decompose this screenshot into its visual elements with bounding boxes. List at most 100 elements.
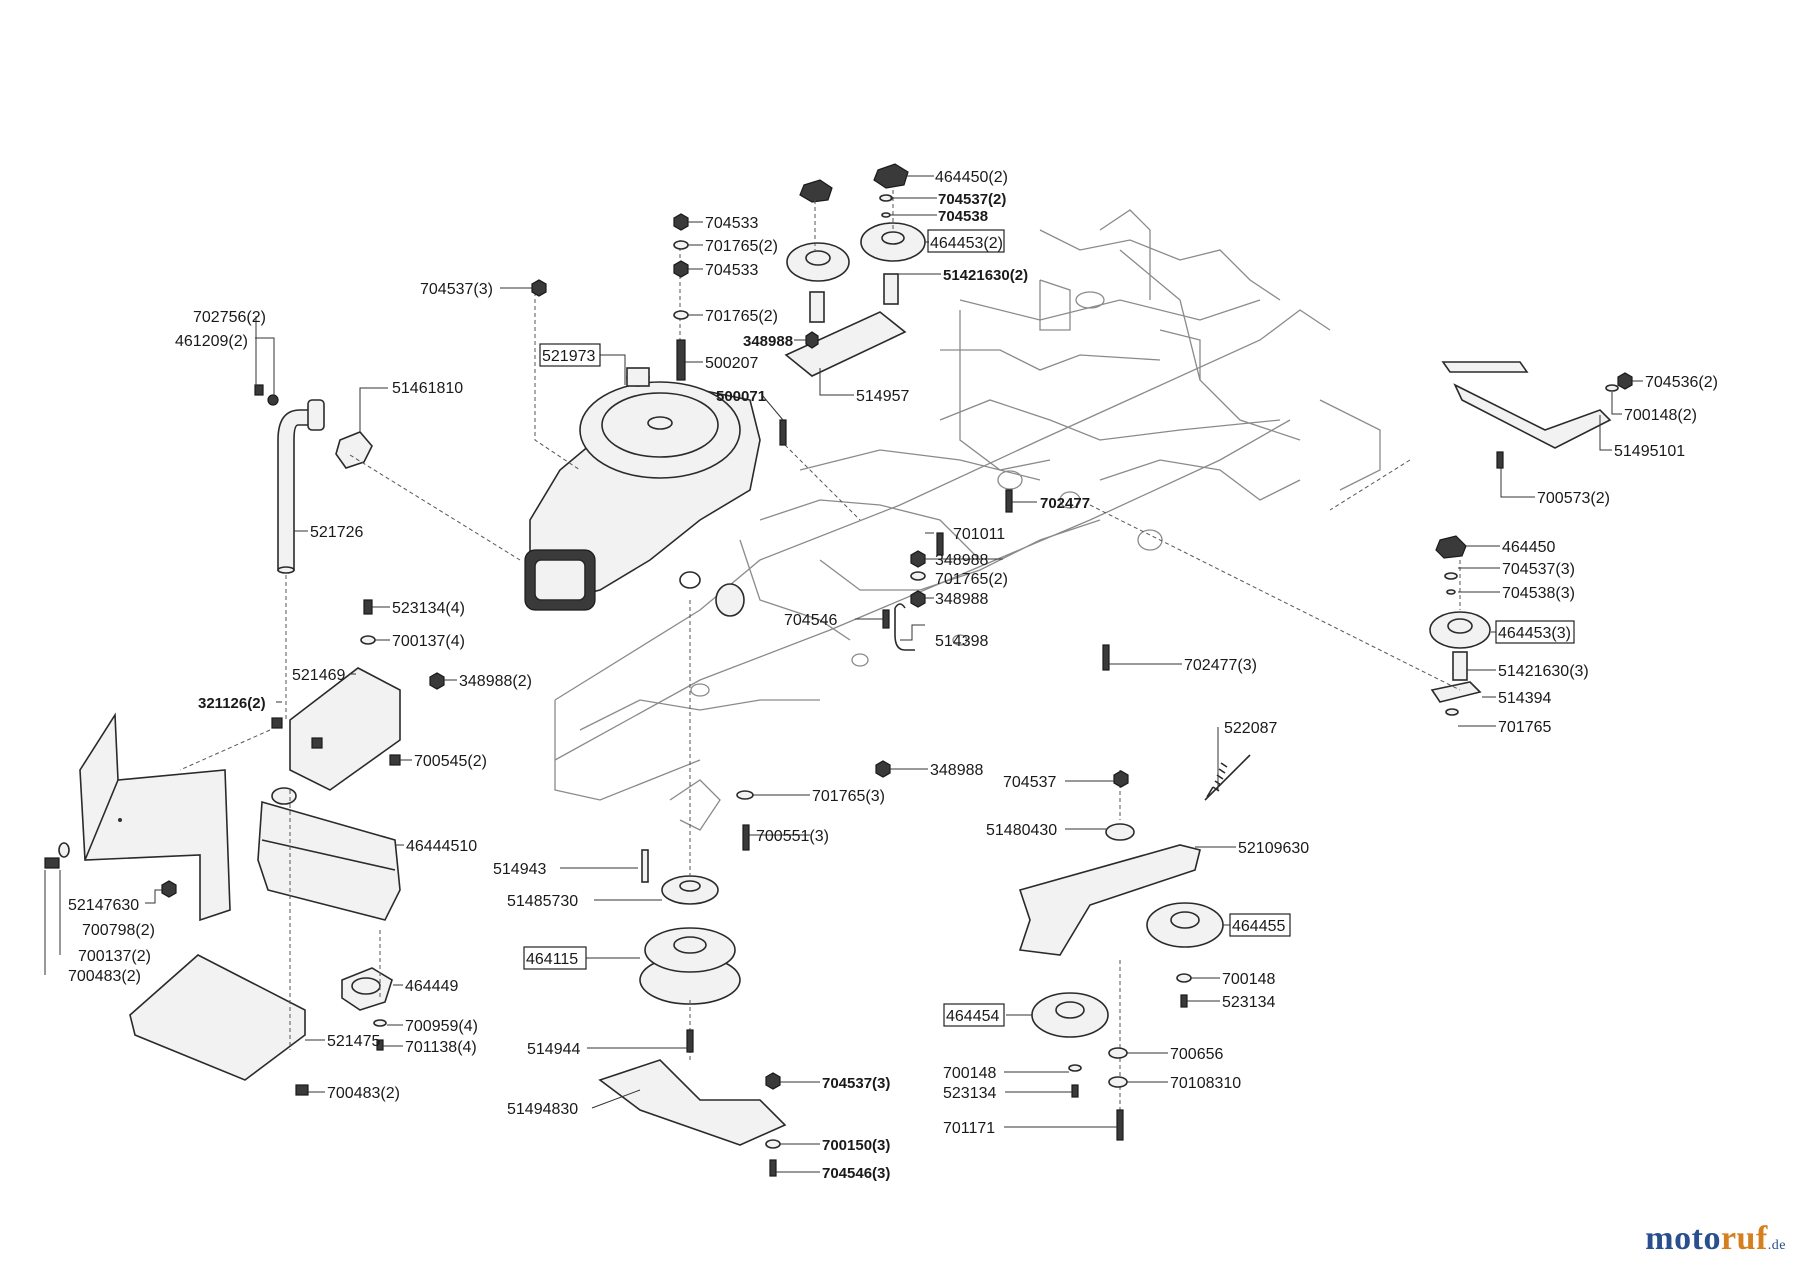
label-704533-a: 704533 [705, 215, 758, 232]
label-700148-2: 700148(2) [1624, 407, 1697, 424]
label-348988-lower: 348988 [930, 762, 983, 779]
label-704546: 704546 [784, 612, 837, 629]
label-514957: 514957 [856, 388, 909, 405]
label-51485730: 51485730 [507, 893, 578, 910]
label-348988-mid-a: 348988 [935, 552, 988, 569]
label-700150-3: 700150(3) [822, 1137, 890, 1154]
label-522087: 522087 [1224, 720, 1277, 737]
label-521475: 521475 [327, 1033, 380, 1050]
label-701765-2-a: 701765(2) [705, 238, 778, 255]
label-523134-b: 523134 [943, 1085, 996, 1102]
spring-clip [894, 603, 915, 651]
label-700656: 700656 [1170, 1046, 1223, 1063]
label-500071: 500071 [716, 388, 766, 405]
label-704537-3-top: 704537(3) [420, 281, 493, 298]
label-464115: 464115 [526, 951, 578, 968]
label-701138-4: 701138(4) [405, 1039, 477, 1056]
label-464450-2: 464450(2) [935, 169, 1008, 186]
right-idler-pulley [1429, 535, 1491, 703]
label-704538: 704538 [938, 208, 988, 225]
label-702756-2: 702756(2) [193, 309, 266, 326]
muffler [257, 787, 401, 921]
label-46444510: 46444510 [406, 838, 477, 855]
label-704536-2: 704536(2) [1645, 374, 1718, 391]
rear-bracket [1441, 361, 1612, 449]
label-701765-2-b: 701765(2) [705, 308, 778, 325]
label-51421630-2: 51421630(2) [943, 267, 1028, 284]
label-52147630: 52147630 [68, 897, 139, 914]
label-704537-3-bottom: 704537(3) [822, 1075, 890, 1092]
label-348988-2: 348988(2) [459, 673, 532, 690]
electric-clutch [639, 927, 741, 1005]
label-514944: 514944 [527, 1041, 580, 1058]
idler-arm [1018, 823, 1201, 956]
label-321126-2: 321126(2) [198, 695, 266, 712]
label-521726: 521726 [310, 524, 363, 541]
label-464453-3: 464453(3) [1498, 625, 1571, 642]
label-box-464453-3 [1495, 620, 1575, 644]
label-464455: 464455 [1232, 918, 1285, 935]
label-704537-lower: 704537 [1003, 774, 1056, 791]
label-704533-b: 704533 [705, 262, 758, 279]
label-514398: 514398 [935, 633, 988, 650]
label-704546-3: 704546(3) [822, 1165, 890, 1182]
top-idler-pulley-left [786, 179, 850, 323]
label-700148-a: 700148 [1222, 971, 1275, 988]
hardware [44, 194, 1633, 1177]
label-702477-bold: 702477 [1040, 495, 1090, 512]
chassis-frame [554, 209, 1381, 831]
exhaust-pipe [277, 399, 373, 574]
brand-part2: ruf [1720, 1220, 1768, 1257]
label-704537-3-right: 704537(3) [1502, 561, 1575, 578]
label-461209-2: 461209(2) [175, 333, 248, 350]
label-523134-a: 523134 [1222, 994, 1275, 1011]
label-701171: 701171 [943, 1120, 995, 1137]
shield-plate [129, 954, 306, 1081]
label-514394: 514394 [1498, 690, 1551, 707]
idler-bracket-top [784, 311, 907, 377]
part-labels: 464450(2) 704537(2) 704538 464453(2) 514… [68, 169, 1718, 1182]
label-514943: 514943 [493, 861, 546, 878]
label-500207: 500207 [705, 355, 758, 372]
label-700959-4: 700959(4) [405, 1018, 478, 1035]
heat-shield [79, 712, 231, 922]
label-700137-2: 700137(2) [78, 948, 151, 965]
label-box-464115 [523, 946, 587, 970]
label-box-521973 [539, 343, 601, 367]
label-51421630-3: 51421630(3) [1498, 663, 1589, 680]
brand-tld: .de [1767, 1238, 1786, 1253]
engine [524, 367, 761, 617]
clutch-bracket [598, 1059, 787, 1146]
brand-logo: motoruf.de [1645, 1220, 1786, 1258]
label-523134-4: 523134(4) [392, 600, 465, 617]
label-521973: 521973 [542, 348, 595, 365]
label-701765: 701765 [1498, 719, 1551, 736]
exhaust-clamp [341, 967, 393, 1011]
label-701011: 701011 [953, 526, 1005, 543]
label-52109630: 52109630 [1238, 840, 1309, 857]
label-box-464455 [1229, 913, 1291, 937]
label-700573-2: 700573(2) [1537, 490, 1610, 507]
label-700545-2: 700545(2) [414, 753, 487, 770]
label-521469: 521469 [292, 667, 345, 684]
label-box-464453-2 [927, 229, 1005, 253]
label-464449: 464449 [405, 978, 458, 995]
label-701765-2-mid: 701765(2) [935, 571, 1008, 588]
label-51461810: 51461810 [392, 380, 463, 397]
label-700137-4: 700137(4) [392, 633, 465, 650]
label-700483-2-bottom: 700483(2) [327, 1085, 400, 1102]
label-51494830: 51494830 [507, 1101, 578, 1118]
deck-pulley-upper [1146, 902, 1224, 948]
label-348988-top: 348988 [743, 333, 793, 350]
leader-lines [44, 175, 1643, 1173]
label-700798-2: 700798(2) [82, 922, 155, 939]
label-702477-3: 702477(3) [1184, 657, 1257, 674]
label-51480430: 51480430 [986, 822, 1057, 839]
label-464450: 464450 [1502, 539, 1555, 556]
deck-pulley-lower [1031, 992, 1109, 1038]
engine-pulley [661, 875, 719, 905]
label-700148-b: 700148 [943, 1065, 996, 1082]
label-464454: 464454 [946, 1008, 999, 1025]
brand-part1: moto [1645, 1220, 1721, 1257]
